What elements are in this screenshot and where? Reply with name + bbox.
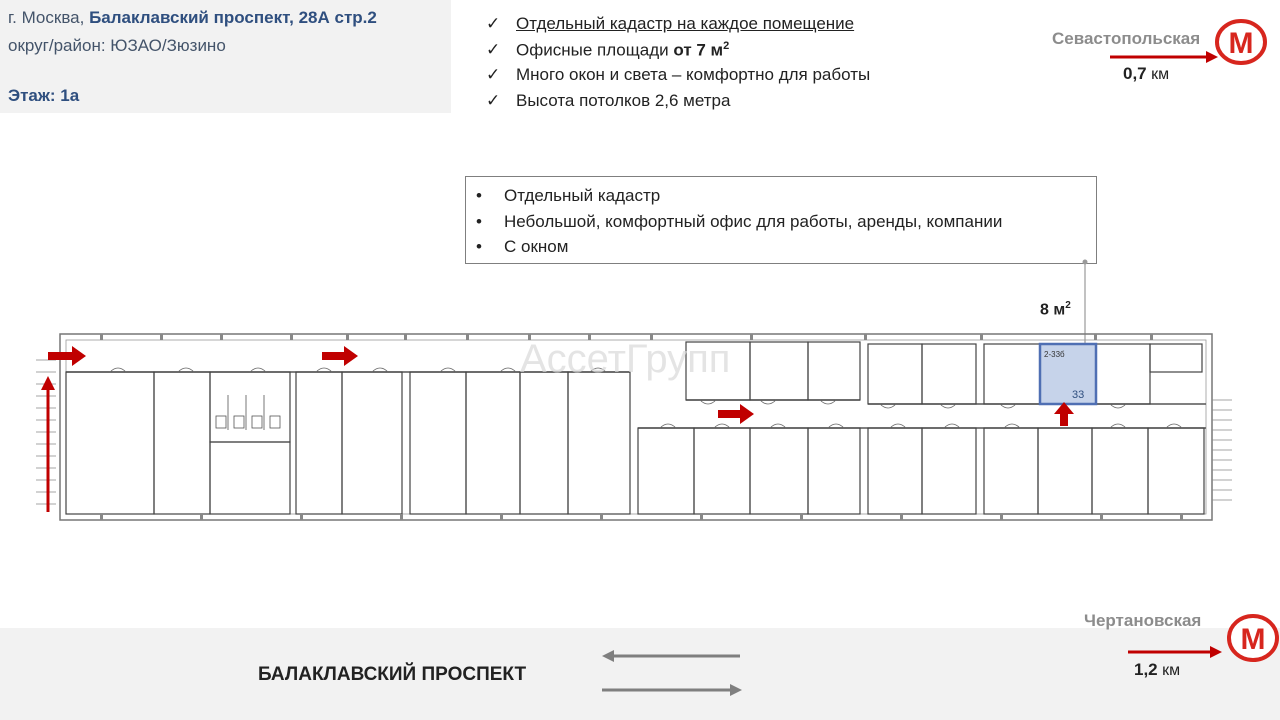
room-group-west [65,371,631,515]
road-strip [0,628,1280,720]
area-sup: 2 [1065,300,1071,311]
feature-text: Высота потолков 2,6 метра [516,90,731,110]
address-district: округ/район: ЮЗАО/Зюзино [8,36,226,55]
staircase-east [1212,399,1232,501]
address-street: Балаклавский проспект, 28А стр.2 [89,8,377,27]
address-line: г. Москва, Балаклавский проспект, 28А ст… [8,8,377,28]
address-city: г. Москва, [8,8,85,27]
metro-distance: 0,7 км [1123,64,1169,84]
metro-distance-unit: км [1151,66,1170,83]
callout-text: С окном [504,237,569,256]
feature-text: Много окон и света – комфортно для работ… [516,65,871,84]
route-arrow-entry [48,346,86,366]
route-arrow-office [1054,402,1074,426]
room-code: 2-33б [1044,350,1065,359]
feature-text: Офисные площади от 7 м2 [516,40,729,61]
traffic-arrow-west-head [602,650,614,662]
traffic-arrow-east-head [730,684,742,696]
check-icon: ✓ [486,90,501,110]
floor-label: Этаж: 1а [8,86,80,105]
callout-text: Небольшой, комфортный офис для работы, а… [504,212,1003,231]
feature-sup: 2 [723,39,730,52]
traffic-arrows [602,650,742,696]
metro-station-name: Севастопольская [1052,29,1201,48]
watermark-text: АссетГрупп [520,337,730,381]
metro-distance-unit: км [1162,662,1181,679]
route-arrow-corridor-east [718,404,754,424]
route-arrow-up-head [41,376,55,390]
metro-logo-icon: М [1215,19,1267,65]
metro-distance-value: 1,2 [1134,660,1158,679]
metro-distance: 1,2 км [1134,660,1180,680]
highlighted-office [1038,342,1098,406]
route-arrows [41,346,1074,512]
metro-logo-letter: М [1241,623,1266,656]
metro-logo-icon: М [1227,614,1279,662]
bullet-icon: • [476,237,482,256]
area-value: 8 м [1040,301,1066,319]
metro-direction-arrow [1128,646,1222,658]
office-callout: • Отдельный кадастр • Небольшой, комфорт… [465,176,1097,264]
metro-direction-arrow [1110,51,1218,63]
metro-logo-letter: М [1229,27,1254,60]
building-outline [59,333,1213,521]
bullet-icon: • [476,212,482,231]
room-group-north [685,341,1203,405]
callout-connector-dot [1082,259,1088,265]
bullet-icon: • [476,186,482,205]
feature-text-main: Офисные площади [516,40,669,60]
feature-text: Отдельный кадастр на каждое помещение [516,14,855,33]
check-icon: ✓ [486,39,501,59]
road-name: БАЛАКЛАВСКИЙ ПРОСПЕКТ [258,664,527,685]
feature-text-bold: от 7 м [673,40,724,60]
metro-distance-value: 0,7 [1123,64,1147,83]
door-swings [109,367,1183,429]
callout-text: Отдельный кадастр [504,186,661,205]
check-icon: ✓ [486,14,501,33]
room-group-south [637,427,1205,515]
window-marks [100,334,1183,520]
route-arrow-corridor [322,346,358,366]
check-icon: ✓ [486,65,501,84]
restroom-fixtures [215,395,281,430]
metro-station-name: Чертановская [1084,611,1202,630]
room-number: 33 [1072,389,1084,401]
area-label: 8 м2 [1040,300,1071,319]
address-panel: г. Москва, Балаклавский проспект, 28А ст… [0,0,451,113]
